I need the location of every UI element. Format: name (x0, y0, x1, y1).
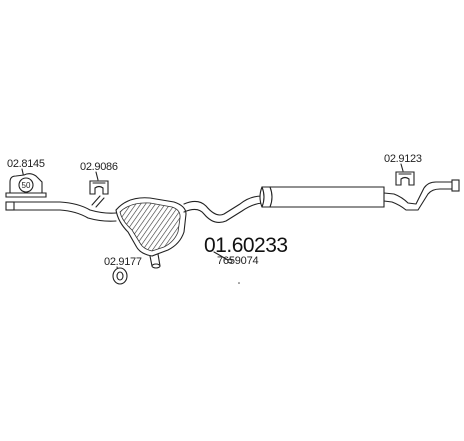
component-mount-front: 02.9086 (80, 161, 118, 195)
front-pipe (5, 195, 117, 222)
mid-pipe (183, 195, 263, 264)
component-clamp: 02.8145 50 (5, 158, 47, 198)
exhaust-assembly (5, 179, 460, 269)
middle-silencer (115, 197, 187, 269)
part-number: 01.60233 (204, 234, 288, 257)
mount-rear-part-code: 02.9123 (384, 153, 422, 165)
rear-silencer (259, 186, 385, 208)
ring-part-code: 02.9177 (104, 256, 142, 268)
clamp-icon: 50 (5, 173, 47, 198)
clamp-size-label: 50 (22, 181, 31, 190)
component-mount-rear: 02.9123 (384, 153, 422, 186)
component-ring: 02.9177 (104, 256, 142, 285)
tail-pipe (383, 179, 460, 211)
rubber-ring-icon (112, 267, 128, 285)
mount-front-part-code: 02.9086 (80, 161, 118, 173)
rubber-mount-icon (395, 171, 415, 186)
oe-number: 7659074 (217, 255, 259, 267)
rubber-mount-icon (89, 180, 109, 195)
clamp-part-code: 02.8145 (7, 158, 45, 170)
